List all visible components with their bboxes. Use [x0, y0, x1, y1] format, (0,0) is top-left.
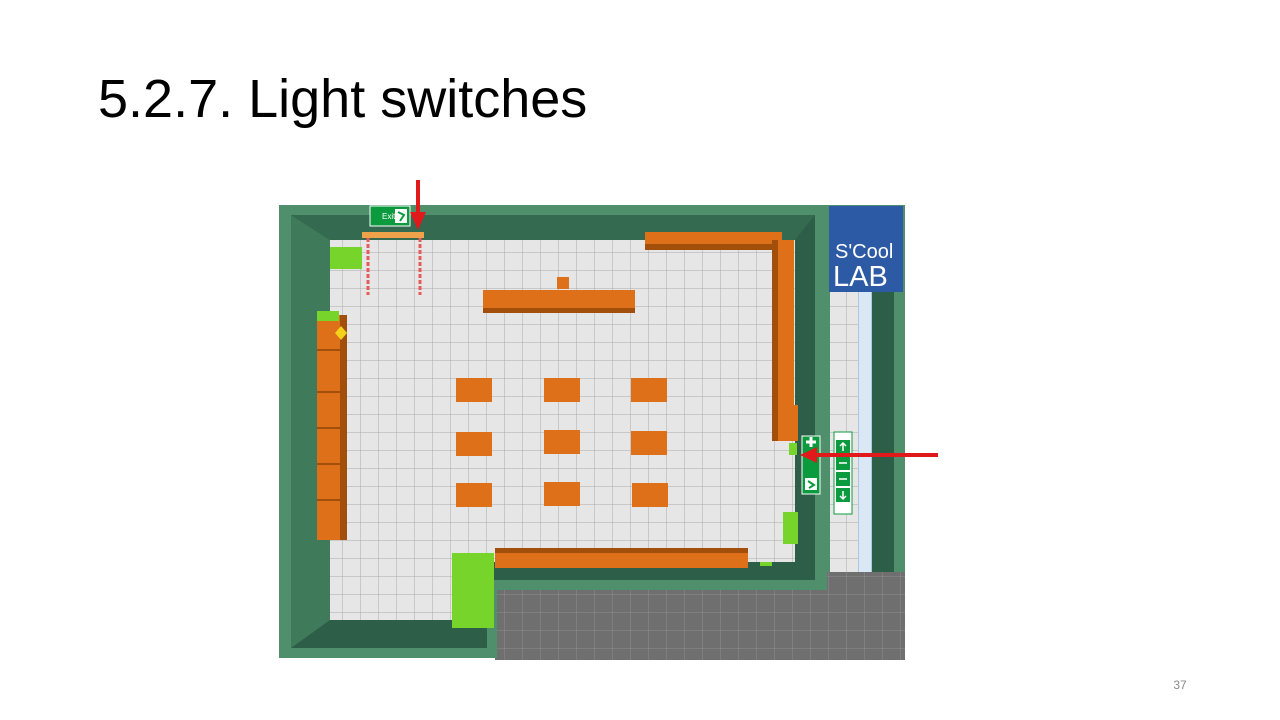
exit-sign-top: Exit [369, 205, 411, 227]
left-cabinets [317, 311, 347, 540]
student-tables [456, 378, 668, 507]
logo-line1: S'Cool [835, 241, 893, 263]
arrow-right [800, 447, 938, 463]
top-door [362, 232, 424, 295]
counter-top-right [645, 232, 798, 441]
green-blocks [330, 247, 798, 628]
bottom-counter [495, 548, 748, 568]
corridor-signs [833, 431, 853, 515]
front-desk [483, 277, 635, 313]
slide-title: 5.2.7. Light switches [98, 69, 588, 129]
scool-lab-logo: S'Cool LAB [829, 206, 903, 293]
logo-line2: LAB [833, 261, 888, 293]
exit-sign-label: Exit [382, 212, 396, 221]
exit-sign-right [801, 435, 821, 495]
page-number: 37 [1173, 678, 1187, 692]
arrow-top [410, 180, 426, 230]
